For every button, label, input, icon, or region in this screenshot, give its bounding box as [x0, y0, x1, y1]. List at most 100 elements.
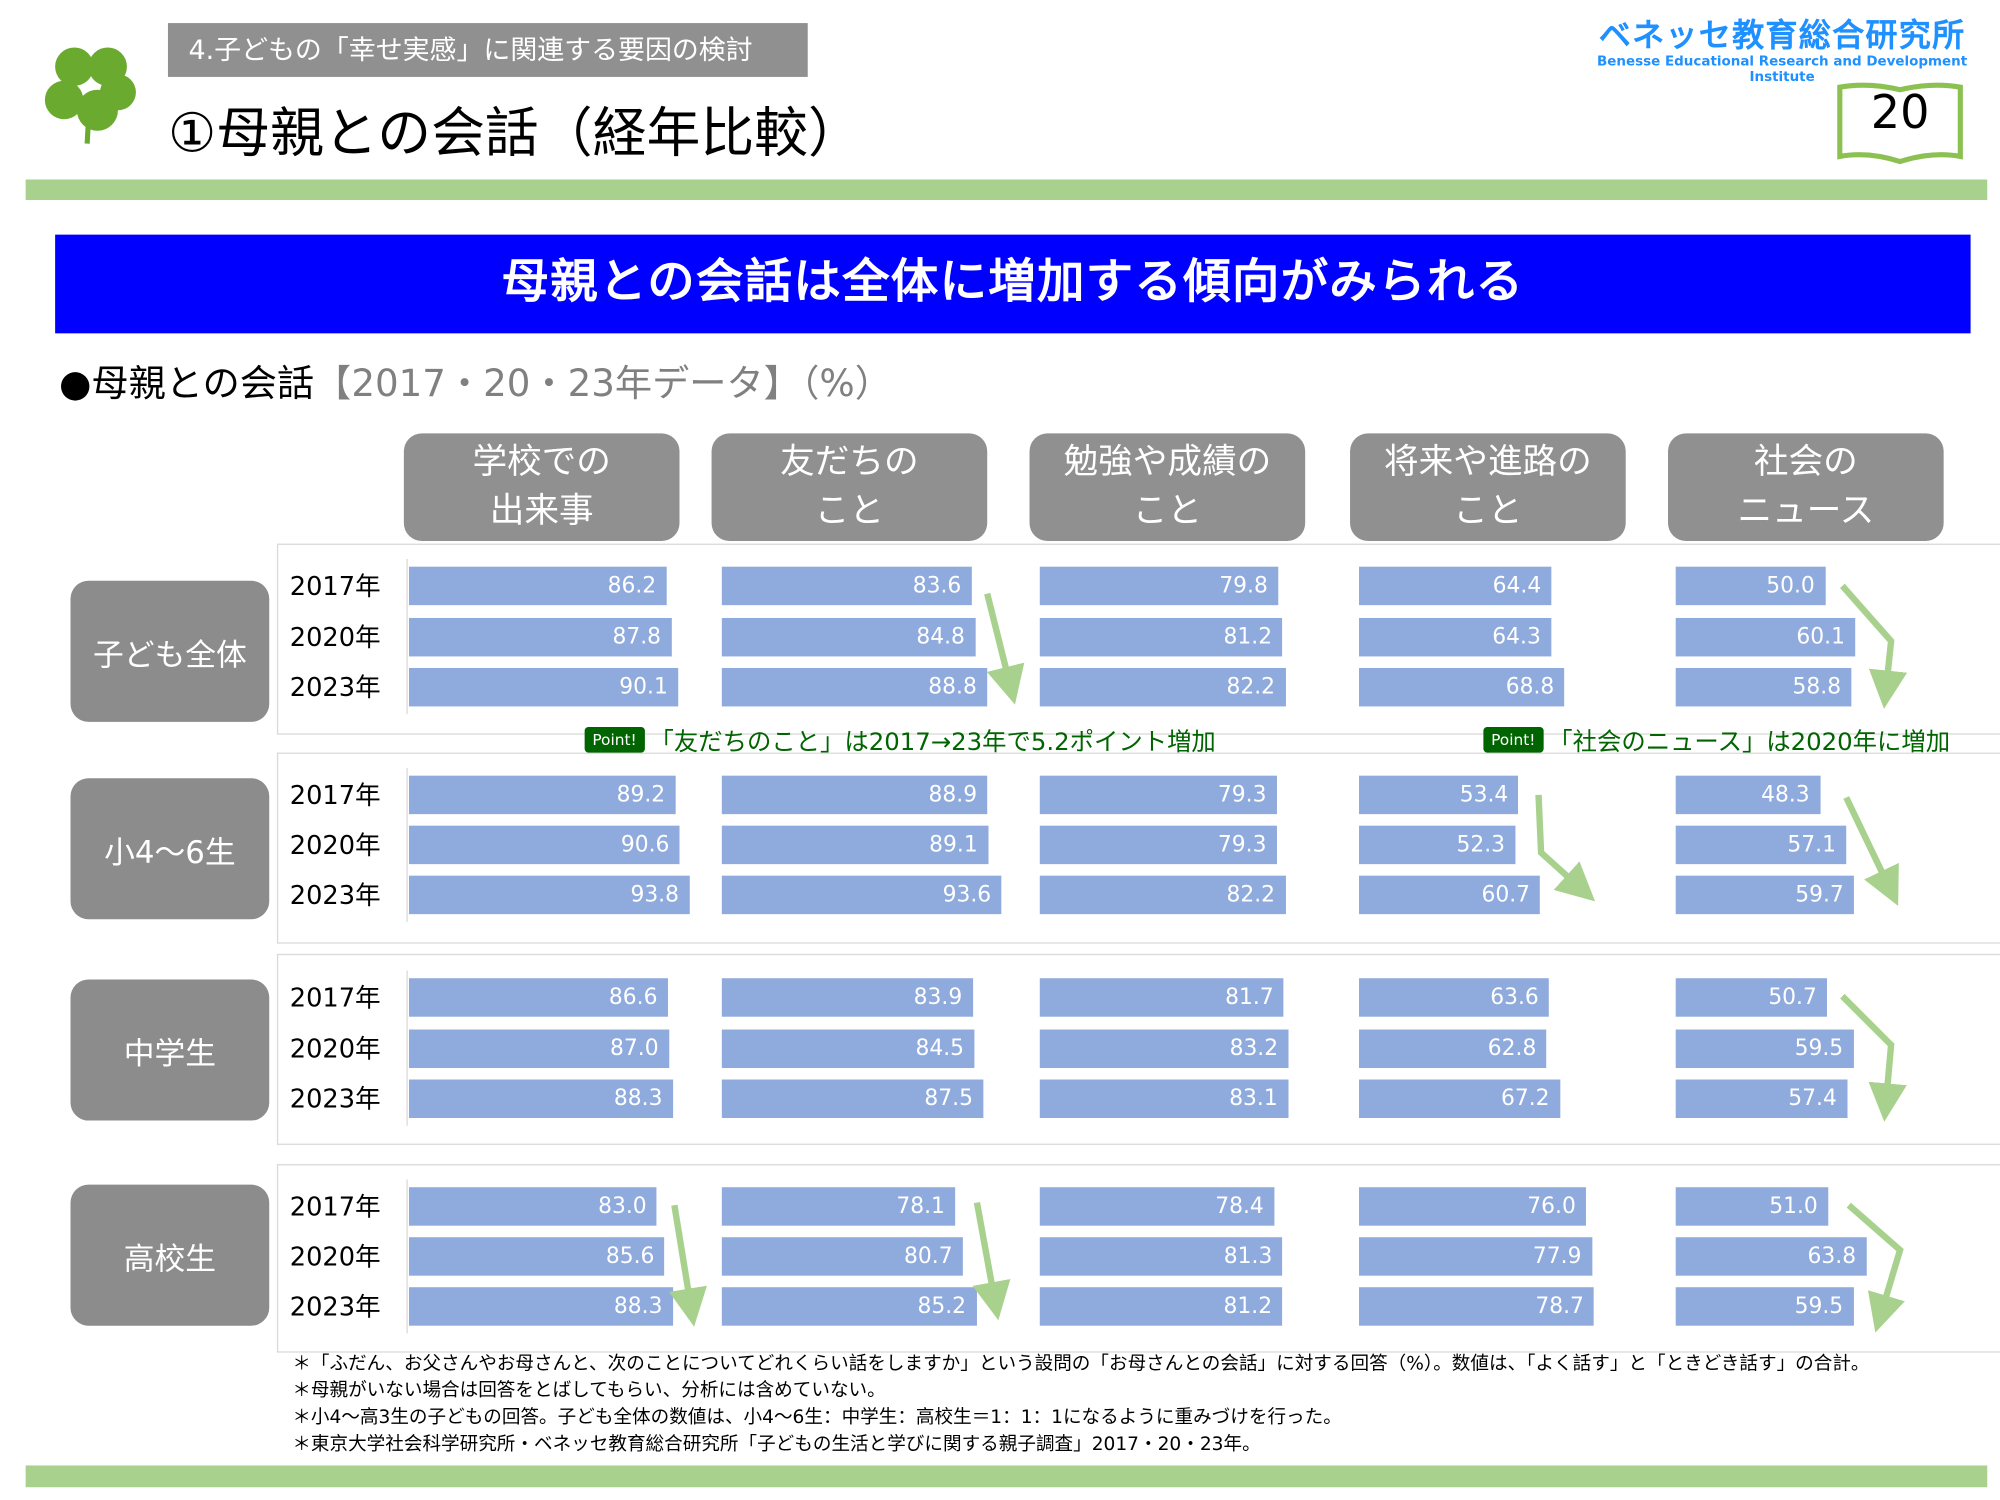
- point-note-news: Point! 「社会のニュース」は2020年に増加: [1483, 724, 1950, 756]
- data-label: 59.7: [1795, 882, 1844, 908]
- bar: 83.0: [408, 1187, 657, 1226]
- data-label: 84.8: [916, 624, 965, 651]
- group-label: 小4～6生: [70, 778, 270, 920]
- data-label: 82.2: [1226, 882, 1276, 908]
- data-label: 90.6: [620, 832, 670, 858]
- data-label: 85.2: [917, 1293, 967, 1320]
- axis-line: [406, 558, 408, 715]
- bar: 81.3: [1039, 1237, 1283, 1276]
- data-label: 58.8: [1792, 674, 1842, 701]
- bar: 85.2: [721, 1287, 977, 1326]
- bar: 93.6: [721, 875, 1002, 915]
- group-label: 高校生: [70, 1184, 270, 1326]
- data-label: 87.8: [612, 624, 662, 651]
- bar: 59.5: [1675, 1029, 1854, 1068]
- headline-banner: 母親との会話は全体に増加する傾向がみられる: [55, 234, 1971, 334]
- bar: 80.7: [721, 1237, 963, 1276]
- bar: 88.3: [408, 1287, 673, 1326]
- bar: 68.8: [1359, 667, 1565, 707]
- point-note-friends: Point! 「友だちのこと」は2017→23年で5.2ポイント増加: [584, 724, 1216, 756]
- data-label: 59.5: [1794, 1293, 1844, 1320]
- bar: 51.0: [1675, 1187, 1829, 1226]
- data-label: 63.8: [1807, 1243, 1857, 1270]
- bar: 64.4: [1359, 566, 1552, 606]
- bar: 59.7: [1675, 875, 1855, 915]
- chart-title-main: ●母親との会話: [58, 361, 315, 406]
- data-label: 62.8: [1487, 1035, 1537, 1062]
- bar: 88.3: [408, 1079, 673, 1118]
- data-label: 83.1: [1229, 1085, 1278, 1112]
- year-label: 2017年: [289, 982, 381, 1013]
- data-label: 50.0: [1766, 573, 1815, 599]
- bar: 83.6: [721, 566, 972, 606]
- data-label: 52.3: [1456, 832, 1506, 858]
- bar: 81.2: [1039, 617, 1283, 657]
- bar: 53.4: [1359, 775, 1519, 815]
- bar: 88.9: [721, 775, 988, 815]
- bar: 90.6: [408, 825, 680, 865]
- bar: 79.8: [1039, 566, 1279, 606]
- bar: 60.1: [1675, 617, 1856, 657]
- data-label: 78.4: [1215, 1193, 1264, 1220]
- bar: 79.3: [1039, 825, 1277, 865]
- top-divider: [25, 179, 1988, 201]
- year-label: 2017年: [289, 779, 381, 811]
- bar: 84.5: [721, 1029, 975, 1068]
- data-label: 88.8: [928, 674, 977, 701]
- data-label: 87.0: [610, 1035, 659, 1062]
- footnote: ＊「ふだん、お父さんやお母さんと、次のことについてどれくらい話をしますか」という…: [292, 1353, 1870, 1375]
- column-header: 将来や進路の こと: [1350, 433, 1626, 542]
- data-label: 79.3: [1217, 782, 1267, 808]
- point-badge: Point!: [1483, 726, 1544, 753]
- data-label: 88.3: [613, 1085, 663, 1112]
- bar: 89.2: [408, 775, 676, 815]
- bar: 52.3: [1359, 825, 1516, 865]
- bar: 48.3: [1675, 775, 1820, 815]
- bar: 57.1: [1675, 825, 1847, 865]
- data-label: 83.2: [1229, 1035, 1279, 1062]
- section-tag: 4.子どもの「幸せ実感」に関連する要因の検討: [167, 23, 808, 77]
- group-label: 子ども全体: [70, 580, 270, 722]
- year-label: 2023年: [289, 879, 381, 911]
- data-label: 85.6: [605, 1243, 655, 1270]
- data-label: 60.1: [1796, 624, 1845, 651]
- bar: 87.8: [408, 617, 672, 657]
- footnote: ＊小4～高3生の子どもの回答。子ども全体の数値は、小4～6生：中学生：高校生＝1…: [292, 1407, 1342, 1429]
- data-label: 81.3: [1223, 1243, 1273, 1270]
- group-panel: [276, 543, 2000, 735]
- data-label: 60.7: [1481, 882, 1531, 908]
- bar: 90.1: [408, 667, 679, 707]
- bar: 87.5: [721, 1079, 984, 1118]
- clover-logo-icon: [44, 47, 136, 144]
- bar: 81.2: [1039, 1287, 1283, 1326]
- bar: 86.6: [408, 978, 668, 1017]
- group-label: 中学生: [70, 979, 270, 1121]
- bar: 50.7: [1675, 978, 1828, 1017]
- year-label: 2023年: [289, 671, 381, 703]
- brand-name-jp: ベネッセ教育総合研究所: [1598, 16, 1966, 54]
- page-number: 20: [1870, 87, 1930, 140]
- page-title: ①母親との会話（経年比較）: [167, 101, 862, 165]
- data-label: 86.2: [607, 573, 657, 599]
- chart-title-sub: 【2017・20・23年データ】（%）: [314, 361, 892, 406]
- year-label: 2017年: [289, 570, 381, 602]
- bar: 60.7: [1359, 875, 1541, 915]
- data-label: 57.4: [1788, 1085, 1837, 1112]
- book-icon: [1837, 82, 1963, 165]
- data-label: 63.6: [1490, 984, 1539, 1011]
- column-header: 勉強や成績の こと: [1029, 433, 1306, 542]
- data-label: 53.4: [1459, 782, 1509, 808]
- footnote: ＊東京大学社会科学研究所・ベネッセ教育総合研究所「子どもの生活と学びに関する親子…: [292, 1434, 1261, 1456]
- bar: 85.6: [408, 1237, 665, 1276]
- year-label: 2020年: [289, 621, 381, 653]
- group-panel: [276, 752, 2000, 944]
- bar: 82.2: [1039, 667, 1286, 707]
- axis-line: [406, 1179, 408, 1334]
- data-label: 64.4: [1492, 573, 1542, 599]
- data-label: 68.8: [1505, 674, 1555, 701]
- brand-name-en: Benesse Educational Research and Develop…: [1597, 53, 1968, 85]
- data-label: 78.1: [896, 1193, 945, 1220]
- page-number-badge: 20: [1836, 82, 1964, 165]
- point-text: 「友だちのこと」は2017→23年で5.2ポイント増加: [649, 727, 1216, 756]
